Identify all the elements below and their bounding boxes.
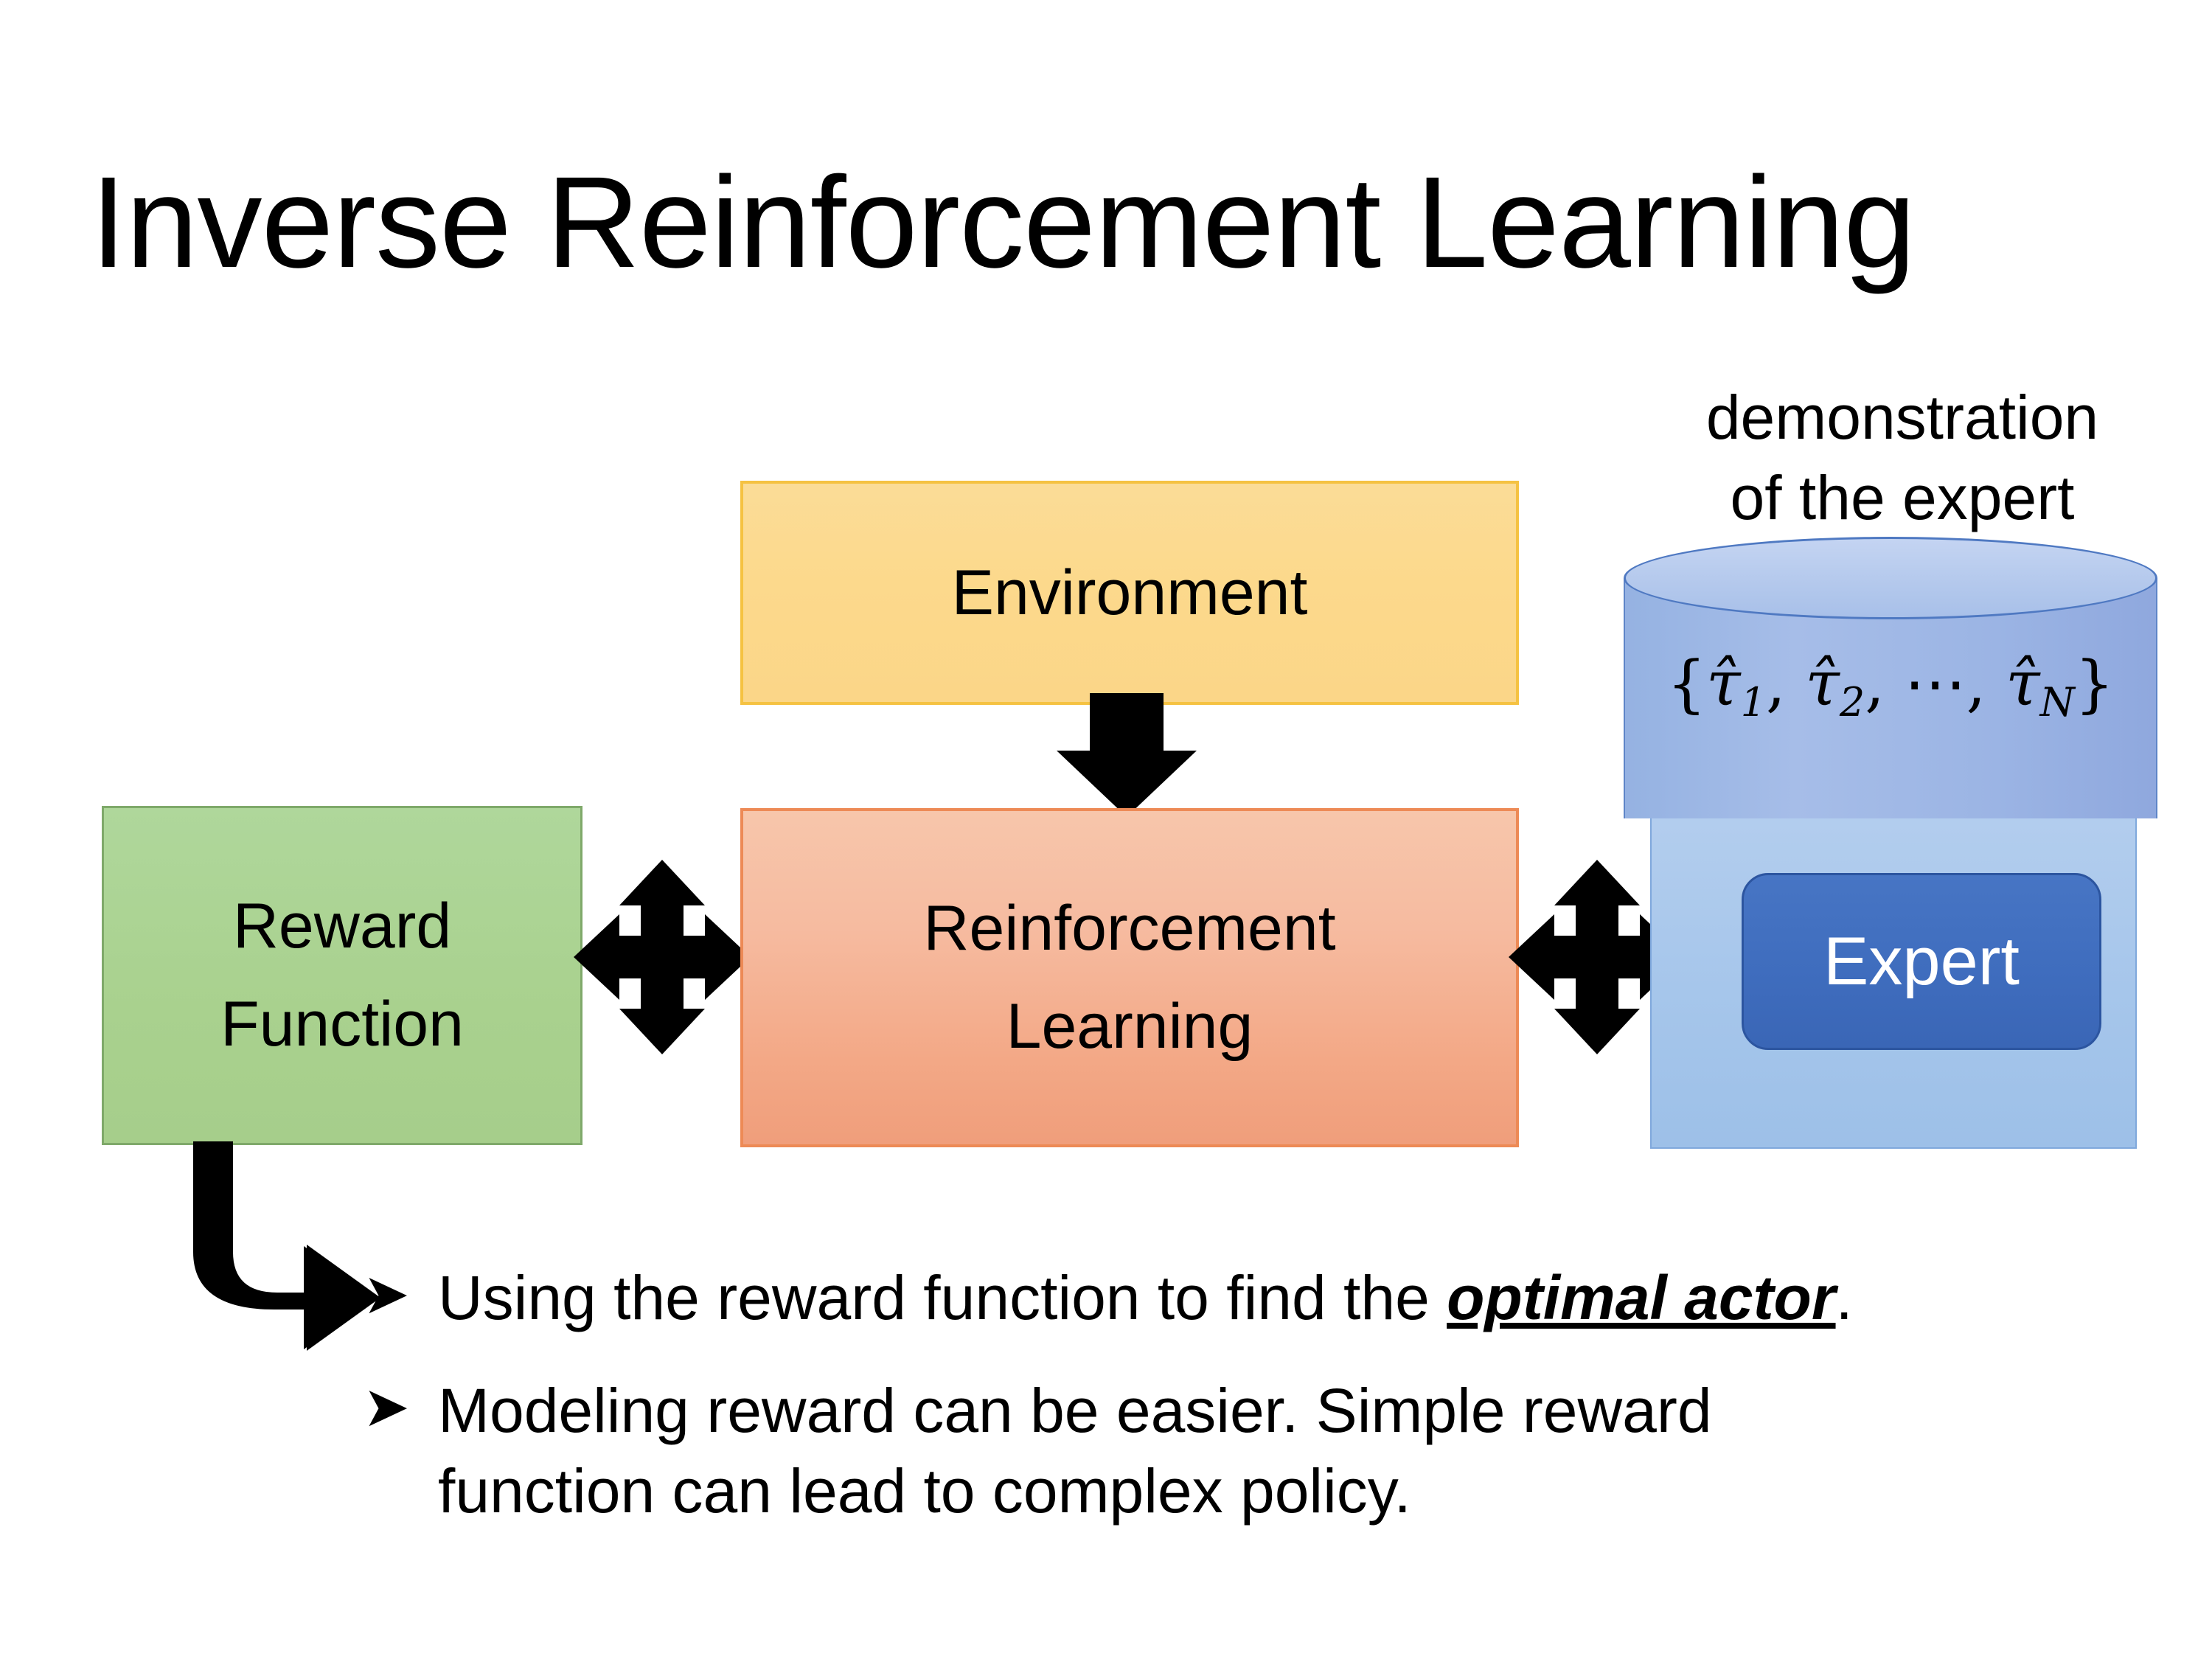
bullet-2-text-line1: Modeling reward can be easier. Simple re… bbox=[438, 1376, 1712, 1446]
cylinder-top-ellipse bbox=[1624, 537, 2157, 619]
list-item: ➤ Using the reward function to find the … bbox=[363, 1258, 2059, 1338]
four-way-arrow-icon-left bbox=[574, 860, 751, 1054]
expert-chip[interactable]: Expert bbox=[1742, 873, 2101, 1050]
bullet-1-emphasis: optimal actor bbox=[1447, 1263, 1836, 1332]
list-item: ➤ Modeling reward can be easier. Simple … bbox=[363, 1371, 2059, 1531]
environment-box-label: Environment bbox=[951, 557, 1308, 628]
reward-function-label-line2: Function bbox=[220, 989, 464, 1060]
bullet-2-text-line2: function can lead to complex policy. bbox=[438, 1456, 1411, 1526]
demonstration-cylinder: {τ̂1, τ̂2, ⋯, τ̂N} bbox=[1624, 537, 2157, 818]
bullet-1-text-before: Using the reward function to find the bbox=[438, 1263, 1447, 1332]
demonstration-caption: demonstration of the expert bbox=[1633, 378, 2171, 538]
down-arrow-icon bbox=[1057, 693, 1197, 817]
page-title: Inverse Reinforcement Learning bbox=[90, 150, 1916, 295]
trajectory-set-formula: {τ̂1, τ̂2, ⋯, τ̂N} bbox=[1666, 647, 2115, 726]
four-way-arrow-icon-right bbox=[1509, 860, 1686, 1054]
bullet-list: ➤ Using the reward function to find the … bbox=[363, 1258, 2059, 1565]
reward-function-box[interactable]: Reward Function bbox=[102, 806, 582, 1145]
elbow-arrow-icon bbox=[193, 1141, 380, 1351]
expert-chip-label: Expert bbox=[1823, 923, 2020, 999]
reward-function-label-line1: Reward bbox=[232, 890, 452, 961]
reinforcement-learning-label-line2: Learning bbox=[1006, 991, 1253, 1062]
bullet-marker-icon: ➤ bbox=[363, 1376, 410, 1439]
demonstration-caption-line2: of the expert bbox=[1730, 463, 2075, 533]
bullet-marker-icon: ➤ bbox=[363, 1263, 410, 1326]
reinforcement-learning-label-line1: Reinforcement bbox=[923, 892, 1336, 964]
environment-box[interactable]: Environment bbox=[740, 481, 1519, 705]
demonstration-caption-line1: demonstration bbox=[1705, 383, 2099, 452]
bullet-1-text-after: . bbox=[1835, 1263, 1853, 1332]
reinforcement-learning-box[interactable]: Reinforcement Learning bbox=[740, 808, 1519, 1147]
